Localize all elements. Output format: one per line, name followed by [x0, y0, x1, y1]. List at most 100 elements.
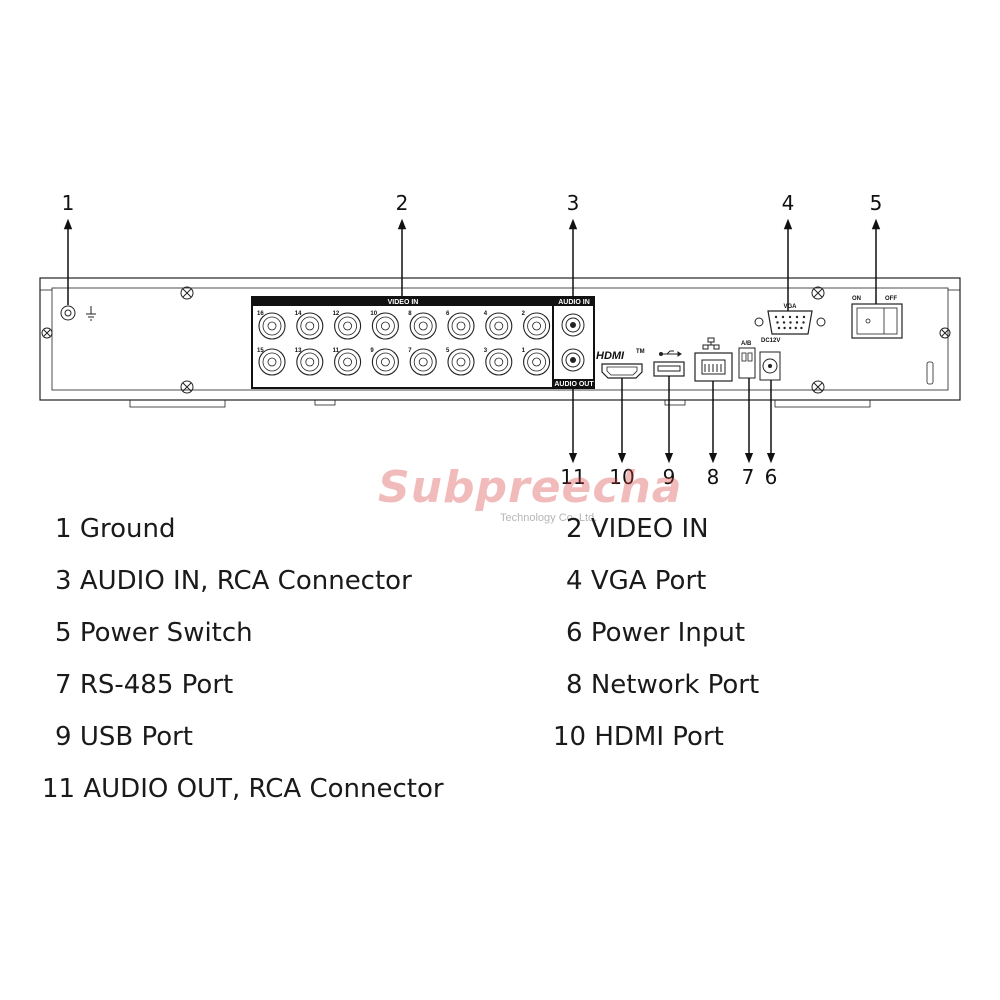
audio-in-label: AUDIO IN [558, 299, 590, 306]
legend-label: Power Switch [79, 618, 253, 648]
channel-number: 12 [333, 311, 340, 317]
bnc-connector [258, 348, 286, 376]
channel-number: 11 [333, 348, 340, 354]
legend-number: 11 [42, 774, 76, 804]
channel-number: 3 [484, 348, 488, 354]
legend-label: Network Port [590, 670, 760, 700]
callout-10: 10 [609, 465, 634, 489]
channel-number: 6 [446, 311, 450, 317]
callout-7: 7 [742, 465, 755, 489]
callout-4: 4 [782, 191, 795, 215]
legend-item-5: 5 Power Switch [55, 618, 253, 648]
bnc-connector [258, 312, 286, 340]
vga-pin [788, 315, 792, 319]
rs485-port: A/B [738, 341, 756, 379]
callout-8: 8 [707, 465, 720, 489]
legend-number: 5 [55, 618, 72, 648]
legend-number: 9 [55, 722, 72, 752]
callout-arrows [63, 218, 881, 464]
legend-item-2: 2 VIDEO IN [566, 514, 709, 544]
legend-label: Power Input [590, 618, 746, 648]
bnc-connector [409, 312, 437, 340]
watermark-main: Subpreecha [378, 462, 683, 513]
legend-label: Ground [79, 514, 176, 544]
channel-number: 2 [522, 311, 526, 317]
power-input-label: DC12V [761, 338, 780, 344]
callout-11: 11 [560, 465, 585, 489]
legend-number: 6 [566, 618, 583, 648]
usb-icon [659, 350, 682, 357]
legend-label: USB Port [79, 722, 193, 752]
chassis [39, 277, 961, 408]
channel-number: 16 [257, 311, 264, 317]
legend-item-1: 1 Ground [55, 514, 175, 544]
bnc-connector [485, 312, 513, 340]
vga-pin [794, 326, 797, 330]
vga-pin [776, 321, 779, 324]
bnc-connector [523, 312, 551, 340]
watermark-sub: Technology Co.,Ltd. [500, 512, 598, 524]
legend-number: 2 [566, 514, 583, 544]
hdmi-logo: HDMI [596, 350, 625, 362]
channel-number: 7 [408, 348, 412, 354]
vga-label: VGA [783, 304, 797, 310]
legend-item-10: 10 HDMI Port [553, 722, 724, 752]
network-icon [702, 337, 720, 350]
channel-number: 4 [484, 311, 488, 317]
legend-item-3: 3 AUDIO IN, RCA Connector [55, 566, 412, 596]
bnc-connector [409, 348, 437, 376]
channel-number: 5 [446, 348, 450, 354]
audio-out-label: AUDIO OUT [554, 381, 594, 388]
rs485-label: A/B [741, 341, 752, 347]
legend-item-7: 7 RS-485 Port [55, 670, 233, 700]
channel-number: 13 [295, 348, 302, 354]
bnc-connector [447, 312, 475, 340]
bnc-connector [447, 348, 475, 376]
power-switch: ON OFF [851, 296, 903, 339]
vga-pin [800, 326, 803, 330]
hdmi-trademark: TM [636, 349, 645, 355]
channel-number: 1 [522, 348, 526, 354]
power-input: DC12V [759, 338, 781, 381]
bnc-connector [371, 312, 399, 340]
callout-6: 6 [765, 465, 778, 489]
bnc-connector [296, 348, 324, 376]
legend-number: 3 [55, 566, 72, 596]
bnc-connector [485, 348, 513, 376]
watermark: Subpreecha Technology Co.,Ltd. [378, 462, 683, 524]
video-in-label: VIDEO IN [388, 299, 419, 306]
bnc-connector [371, 348, 399, 376]
legend-number: 10 [553, 722, 587, 752]
bnc-connector [334, 312, 362, 340]
channel-number: 8 [408, 311, 412, 317]
vga-pin [783, 326, 786, 330]
bnc-connector [296, 312, 324, 340]
callout-5: 5 [870, 191, 883, 215]
callout-1: 1 [62, 191, 75, 215]
channel-number: 14 [295, 311, 302, 317]
legend-label: VGA Port [590, 566, 707, 596]
bnc-connector [523, 348, 551, 376]
callout-numbers: 1 2 3 4 5 11 10 9 8 7 6 [62, 191, 883, 489]
vga-pin [782, 321, 786, 324]
vga-pin [789, 326, 792, 330]
vga-pin [777, 326, 781, 330]
legend-item-6: 6 Power Input [566, 618, 745, 648]
chassis-screws [41, 286, 951, 394]
legend-number: 4 [566, 566, 583, 596]
legend-label: HDMI Port [594, 722, 724, 752]
usb-port [653, 350, 685, 377]
legend-item-9: 9 USB Port [55, 722, 193, 752]
vga-pin [802, 315, 806, 319]
audio-out-rca-connector [561, 348, 585, 372]
legend-item-11: 11 AUDIO OUT, RCA Connector [42, 774, 444, 804]
vga-pin [795, 321, 799, 324]
vga-pin [789, 321, 792, 324]
vga-pin [774, 315, 778, 319]
vga-pin [781, 315, 785, 319]
callout-3: 3 [567, 191, 580, 215]
vga-pin [795, 315, 799, 319]
